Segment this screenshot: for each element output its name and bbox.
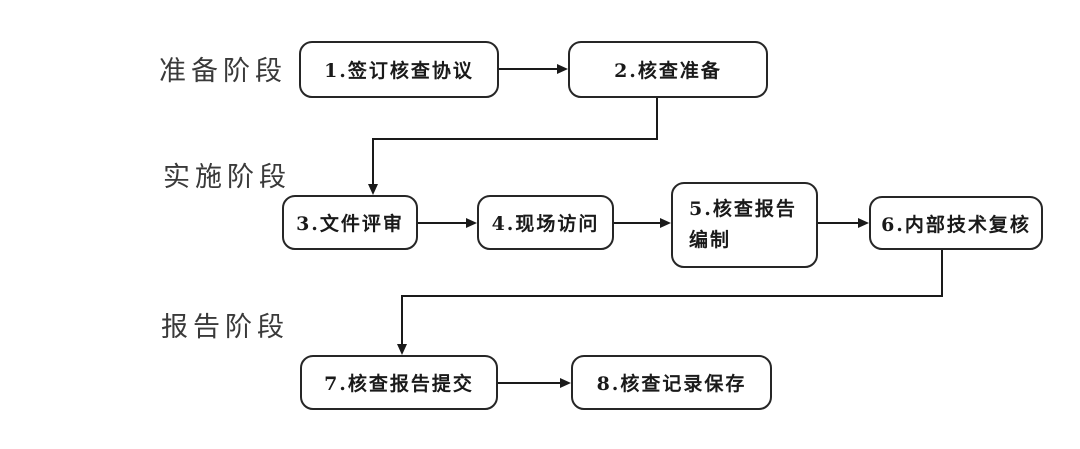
flow-node-2-label: 2.核查准备 bbox=[614, 60, 722, 82]
flow-node-1-label: 1.签订核查协议 bbox=[324, 60, 474, 82]
edge-arrow-6-7 bbox=[397, 250, 943, 355]
stage-label-reporting: 报告阶段 bbox=[161, 312, 289, 343]
flow-node-6-internal-technical-review: 6.内部技术复核 bbox=[869, 196, 1043, 250]
flow-node-2-verification-prep: 2.核查准备 bbox=[568, 41, 768, 98]
flow-node-8-record-retention: 8.核查记录保存 bbox=[571, 355, 772, 410]
flow-node-6-label: 6.内部技术复核 bbox=[881, 213, 1031, 236]
flow-node-7-report-submission: 7.核查报告提交 bbox=[300, 355, 498, 410]
flow-node-3-document-review: 3.文件评审 bbox=[282, 195, 418, 250]
flow-node-7-label: 7.核查报告提交 bbox=[324, 373, 474, 395]
stage-label-implementation: 实施阶段 bbox=[163, 162, 291, 193]
flow-node-3-label: 3.文件评审 bbox=[296, 213, 404, 235]
flow-node-8-label: 8.核查记录保存 bbox=[596, 373, 747, 395]
flow-node-1-sign-agreement: 1.签订核查协议 bbox=[299, 41, 499, 98]
flow-node-5-label-line2: 编制 bbox=[689, 229, 732, 251]
flow-node-4-label: 4.现场访问 bbox=[491, 213, 600, 235]
flow-node-4-site-visit: 4.现场访问 bbox=[477, 195, 614, 250]
stage-label-preparation: 准备阶段 bbox=[159, 56, 287, 87]
edge-arrow-2-3 bbox=[368, 98, 658, 195]
flow-node-5-label-line1: 5.核查报告 bbox=[689, 198, 797, 220]
flow-node-5-report-compilation: 5.核查报告 编制 bbox=[671, 182, 818, 268]
